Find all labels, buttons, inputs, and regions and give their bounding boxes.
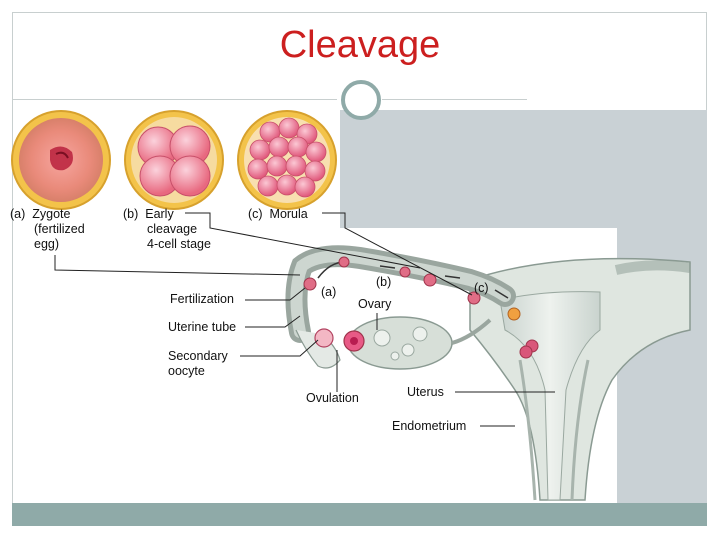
- ovulation-label: Ovulation: [306, 391, 359, 405]
- title-rule-left: [12, 99, 337, 100]
- zygote-note-1: (fertilized: [34, 222, 85, 236]
- title-ring-ornament: [341, 80, 381, 120]
- marker-b-label: (b): [376, 275, 392, 289]
- marker-c-label: (c): [474, 281, 489, 295]
- early-cleavage-note-1: cleavage: [147, 222, 198, 236]
- uterine-tube-illustration: [285, 245, 516, 369]
- early-cleavage-line2: cleavage: [123, 222, 211, 237]
- embryo-markers: [303, 256, 539, 359]
- zygote-note-2: egg): [34, 237, 60, 251]
- secondary-oocyte-line2: oocyte: [168, 364, 205, 378]
- secondary-oocyte-line1: Secondary: [168, 349, 228, 363]
- page-title: Cleavage: [279, 24, 441, 66]
- title-rule-right: [382, 99, 527, 100]
- early-cleavage-note-2: 4-cell stage: [147, 237, 211, 251]
- ovary-label: Ovary: [358, 297, 392, 311]
- zygote-name: Zygote: [32, 207, 71, 221]
- uterus-illustration: [469, 257, 691, 501]
- zygote-label: (a) Zygote (fertilized egg): [10, 207, 85, 252]
- early-cleavage-line3: 4-cell stage: [123, 237, 211, 252]
- uterus-label: Uterus: [407, 385, 444, 399]
- leader-lines: [54, 212, 555, 427]
- zygote-tag: (a): [10, 207, 26, 221]
- early-cleavage-tag: (b): [123, 207, 139, 221]
- morula-name: Morula: [269, 207, 308, 221]
- ovary-illustration: [347, 316, 492, 370]
- footer-bar: [12, 503, 707, 526]
- zygote-illustration: [11, 110, 111, 210]
- early-cleavage-line1: (b) Early: [123, 207, 211, 222]
- morula-tag: (c): [248, 207, 263, 221]
- morula-label: (c) Morula: [248, 207, 308, 222]
- zygote-label-line2: (fertilized: [10, 222, 85, 237]
- early-cleavage-name: Early: [145, 207, 174, 221]
- morula-illustration: [237, 110, 337, 210]
- secondary-oocyte-label: Secondary oocyte: [168, 349, 228, 379]
- zygote-label-line1: (a) Zygote: [10, 207, 85, 222]
- marker-a-label: (a): [321, 285, 337, 299]
- uterine-tube-label: Uterine tube: [168, 320, 237, 334]
- early-cleavage-label: (b) Early cleavage 4-cell stage: [123, 207, 211, 252]
- zygote-label-line3: egg): [10, 237, 85, 252]
- four-cell-illustration: [124, 110, 224, 210]
- endometrium-label: Endometrium: [392, 419, 467, 433]
- fertilization-label: Fertilization: [170, 292, 234, 306]
- secondary-oocyte-illustration: [314, 328, 365, 352]
